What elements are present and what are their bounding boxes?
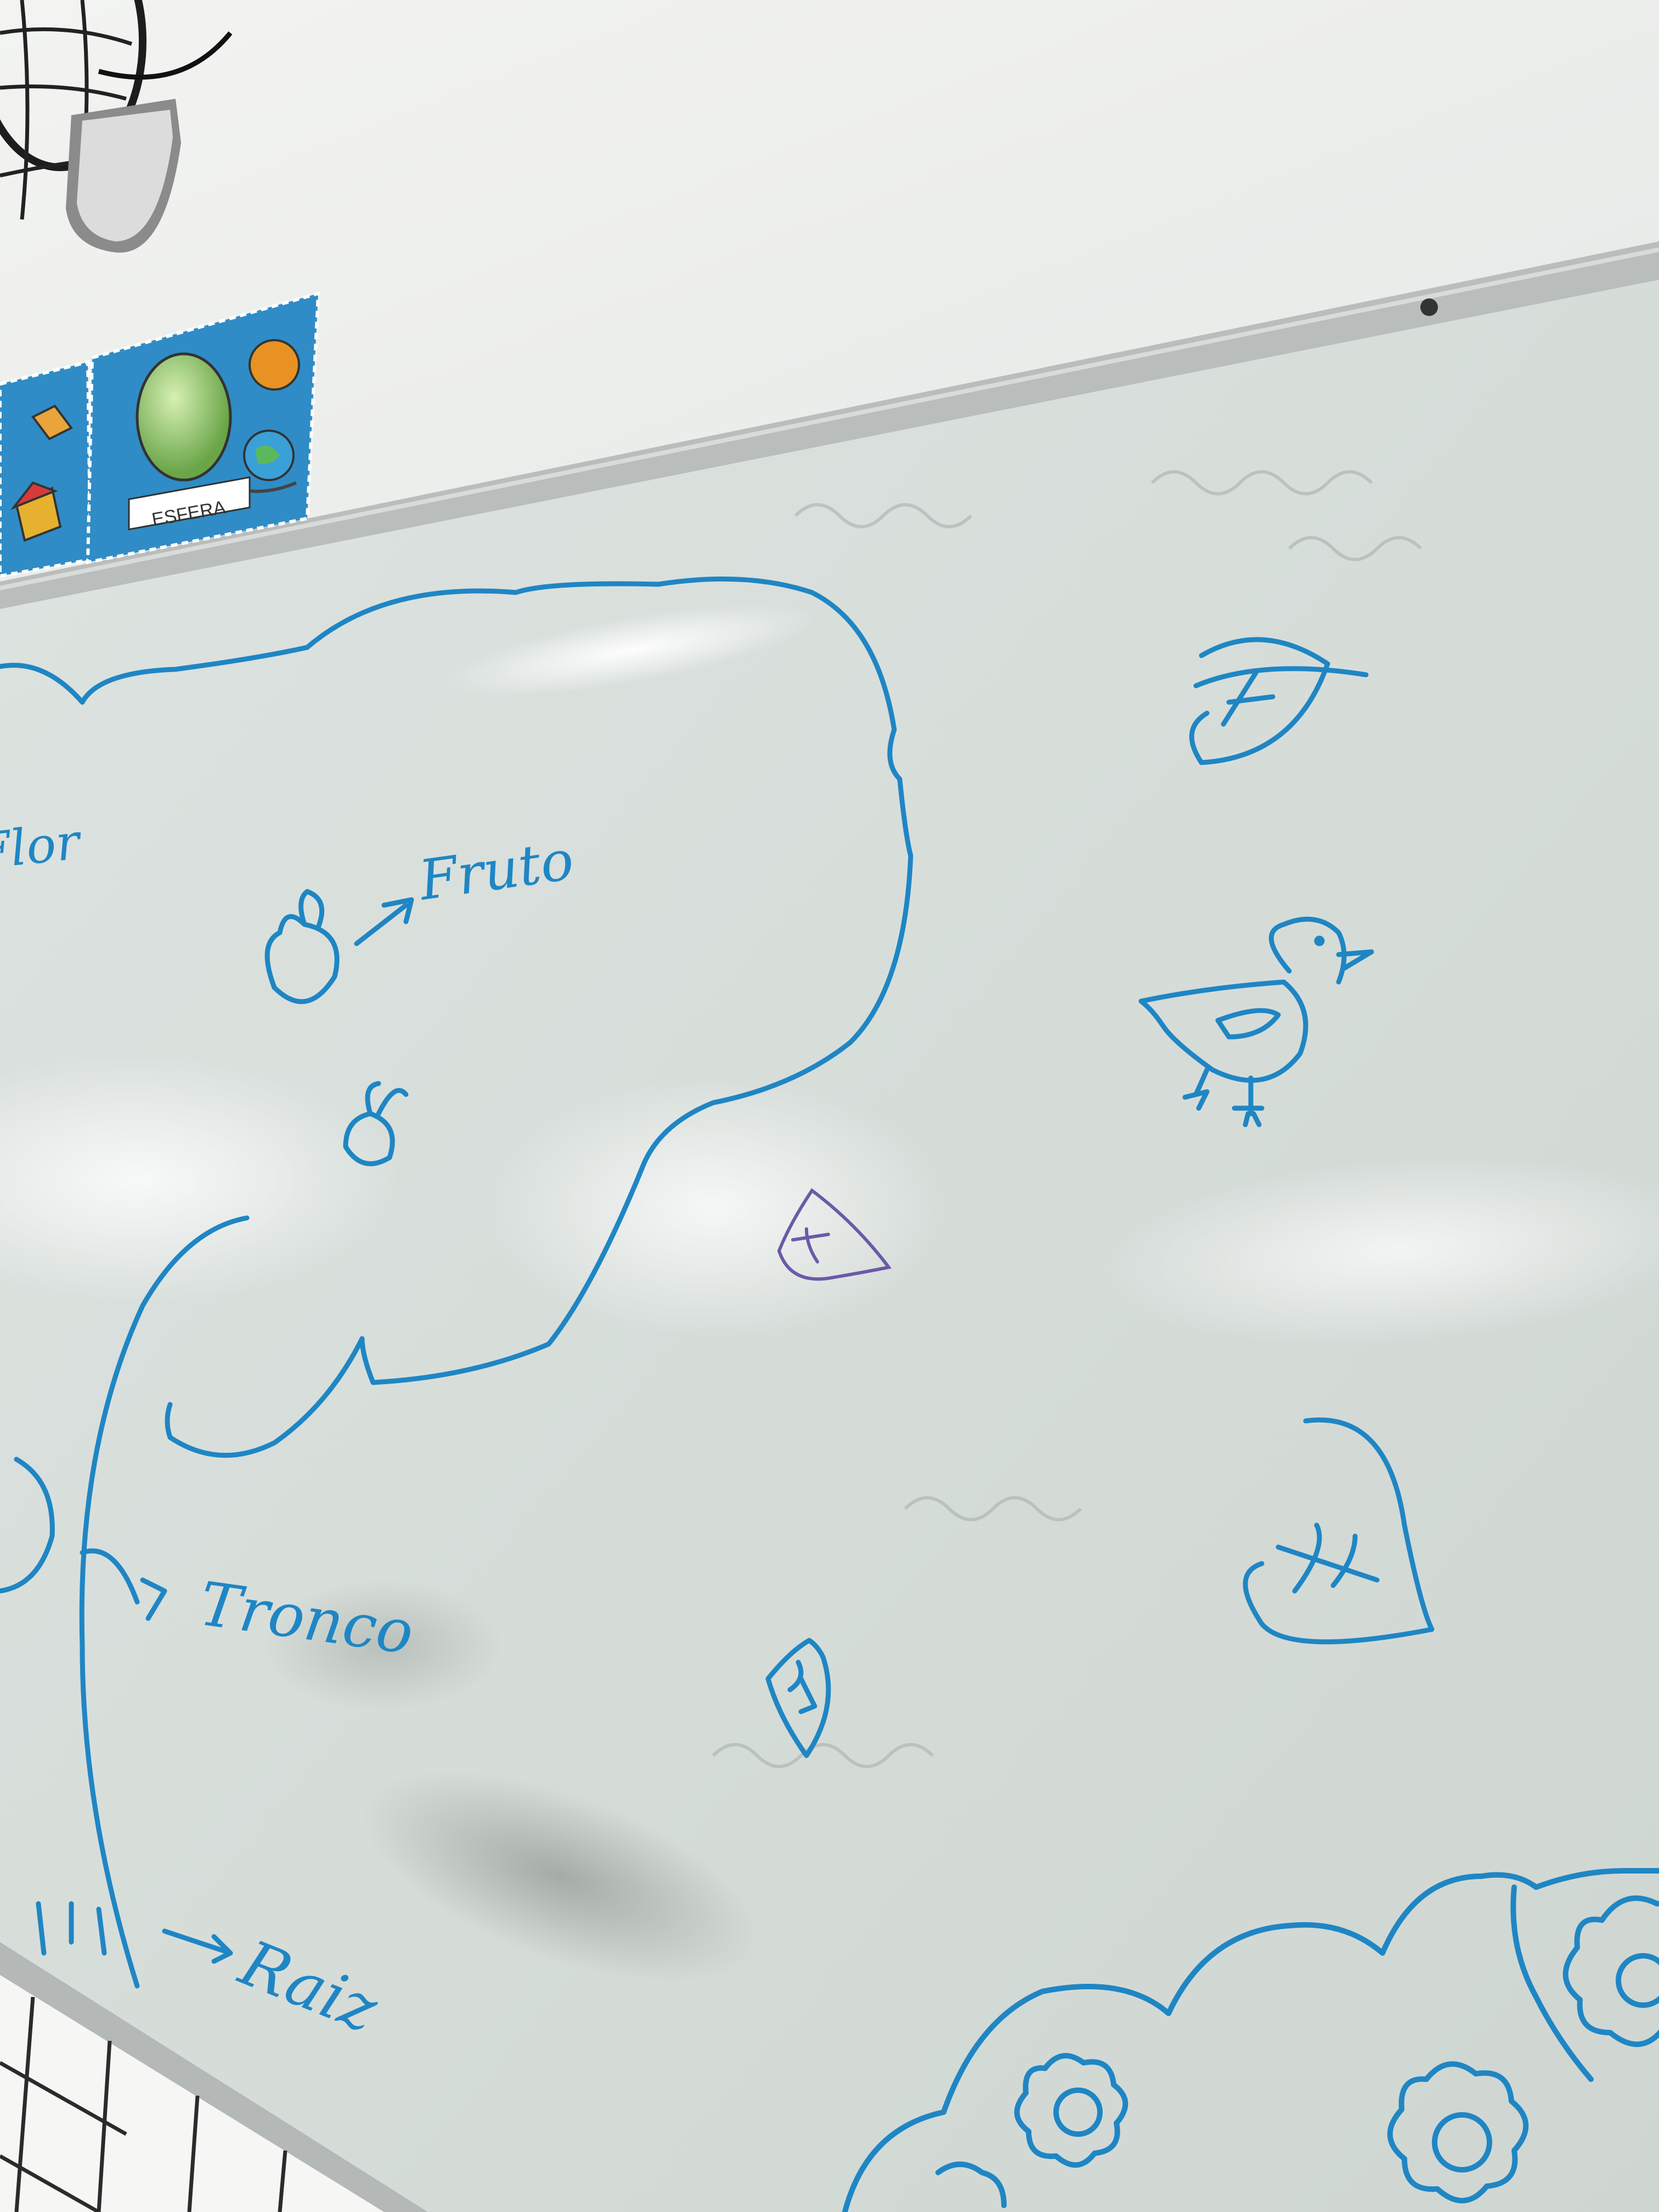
flower-two bbox=[1387, 2061, 1529, 2204]
leaf-purple bbox=[777, 1188, 892, 1281]
trunk-arrow bbox=[80, 1548, 167, 1621]
sphere-poster: ESFERA bbox=[86, 291, 320, 565]
leaf-center-small bbox=[765, 1638, 831, 1758]
flower-one bbox=[1014, 2053, 1128, 2168]
flower-three bbox=[1562, 1895, 1659, 2047]
flower-circle bbox=[0, 1457, 55, 1594]
label-flor: Flor bbox=[0, 812, 85, 881]
orange-ball-illustration bbox=[249, 339, 300, 391]
leaf-drawings bbox=[765, 637, 1435, 1758]
erased-writing-traces bbox=[712, 470, 1423, 1768]
bird-drawing bbox=[1138, 916, 1374, 1127]
board-frame-bottom bbox=[0, 1942, 428, 2212]
root-lines bbox=[36, 1901, 107, 1956]
fruit-arrow bbox=[354, 897, 414, 946]
tiled-wall bbox=[0, 1975, 384, 2212]
root-arrow bbox=[162, 1928, 233, 1964]
tree-canopy-outline bbox=[0, 576, 913, 1458]
flowered-canopy-drawing bbox=[842, 1868, 1659, 2212]
wall-fan bbox=[0, 0, 233, 253]
leaf-top-right bbox=[1189, 637, 1369, 765]
tile-grout bbox=[0, 1996, 287, 2212]
light-reflections bbox=[0, 604, 1659, 1982]
apple-one bbox=[264, 889, 340, 1005]
flower-four-partial bbox=[935, 2162, 1007, 2208]
board-screw bbox=[1420, 298, 1438, 316]
green-sphere-illustration bbox=[136, 352, 232, 482]
tree-trunk bbox=[79, 1215, 250, 1989]
shape-poster-left bbox=[0, 360, 93, 578]
tree-drawing bbox=[0, 576, 913, 1989]
leaf-right-bottom bbox=[1243, 1417, 1435, 1645]
apple-two bbox=[343, 1081, 409, 1166]
